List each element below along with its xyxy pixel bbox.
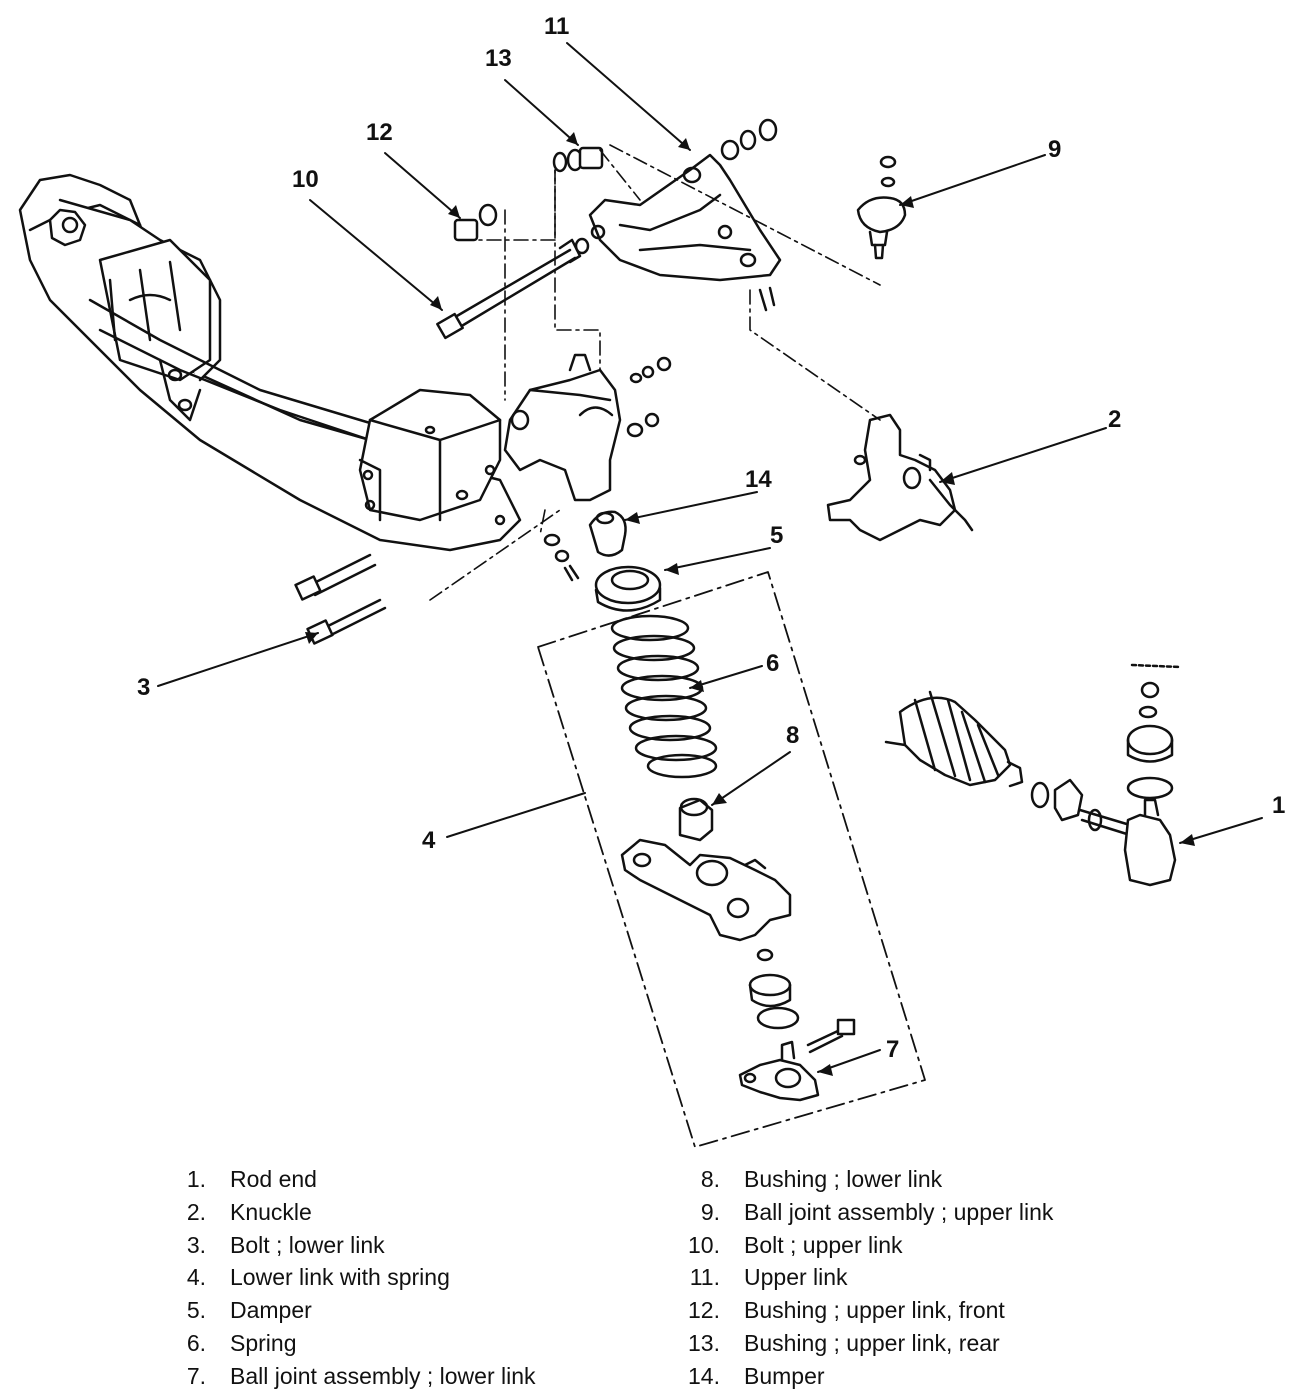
- legend-label: Upper link: [744, 1264, 848, 1290]
- legend-label: Damper: [230, 1297, 312, 1323]
- legend-label: Bumper: [744, 1363, 825, 1389]
- callout-12: 12: [366, 119, 393, 146]
- damper-part: [594, 565, 662, 612]
- legend-item: 7. Ball joint assembly ; lower link: [0, 1363, 700, 1393]
- legend-item: 11. Upper link: [0, 1264, 1300, 1294]
- legend-number: 6.: [186, 1330, 206, 1356]
- legend-label: Bushing ; lower link: [744, 1166, 943, 1192]
- lower-ball-joint-part: [738, 1018, 856, 1102]
- legend-number: 14.: [688, 1363, 720, 1389]
- legend-number: 4.: [186, 1264, 206, 1290]
- lower-link-bolts: [294, 553, 387, 645]
- legend-number: 3.: [186, 1232, 206, 1258]
- legend-item: 12. Bushing ; upper link, front: [0, 1297, 1300, 1327]
- legend-label: Bushing ; upper link, rear: [744, 1330, 1000, 1356]
- legend-label: Bolt ; upper link: [744, 1232, 903, 1258]
- legend-item: 1. Rod end: [0, 1166, 700, 1196]
- lower-link-boundary: [537, 571, 926, 1148]
- legend-item: 9. Ball joint assembly ; upper link: [0, 1199, 1300, 1229]
- upper-ball-joint-part: [856, 155, 907, 260]
- leader-lines: [157, 42, 1263, 1073]
- callout-11: 11: [544, 13, 570, 40]
- leader-arrowheads: [305, 132, 1195, 1076]
- lower-link-part: [620, 838, 792, 942]
- legend-label: Knuckle: [230, 1199, 312, 1225]
- legend-number: 11.: [689, 1264, 720, 1290]
- legend-number: 7.: [186, 1363, 206, 1389]
- legend-item: 10. Bolt ; upper link: [0, 1232, 1300, 1262]
- upper-link-front-bushing: [453, 203, 498, 242]
- frame-crossmember: [18, 173, 522, 552]
- legend-item: 5. Damper: [0, 1297, 700, 1327]
- assembly-guide-lines: [429, 144, 881, 601]
- legend-item: 2. Knuckle: [0, 1199, 700, 1229]
- callout-4: 4: [422, 827, 436, 854]
- legend-number: 8.: [700, 1166, 720, 1192]
- legend-item: 8. Bushing ; lower link: [0, 1166, 1300, 1196]
- legend-label: Bushing ; upper link, front: [744, 1297, 1005, 1323]
- legend-item: 13. Bushing ; upper link, rear: [0, 1330, 1300, 1360]
- rod-end-assembly: [884, 663, 1182, 887]
- callout-13: 13: [485, 45, 512, 72]
- upper-link-part: [588, 153, 782, 282]
- legend-item: 14. Bumper: [0, 1363, 1300, 1393]
- knuckle-part: [826, 413, 974, 542]
- legend-label: Ball joint assembly ; upper link: [744, 1199, 1054, 1225]
- callout-6: 6: [766, 650, 780, 677]
- suspension-exploded-diagram: [18, 42, 1263, 1148]
- legend-label: Rod end: [230, 1166, 317, 1192]
- upper-link-bolt-part: [436, 237, 590, 340]
- legend-label: Lower link with spring: [230, 1264, 450, 1290]
- callout-8: 8: [786, 722, 800, 749]
- callout-2: 2: [1108, 406, 1122, 433]
- upper-link-nuts: [720, 118, 778, 161]
- parts-legend: 1. Rod end 2. Knuckle 3. Bolt ; lower li…: [0, 1160, 1312, 1390]
- legend-item: 3. Bolt ; lower link: [0, 1232, 700, 1262]
- upper-link-rear-bushing: [552, 146, 604, 173]
- legend-number: 1.: [186, 1166, 206, 1192]
- spring-tower: [503, 353, 622, 502]
- small-bolt-upper: [758, 286, 776, 312]
- legend-label: Ball joint assembly ; lower link: [230, 1363, 536, 1389]
- callout-7: 7: [886, 1036, 900, 1063]
- callout-3: 3: [137, 674, 151, 701]
- lower-ball-joint-stack: [748, 948, 800, 1030]
- legend-label: Bolt ; lower link: [230, 1232, 385, 1258]
- legend-number: 12.: [688, 1297, 720, 1323]
- legend-number: 10.: [688, 1232, 720, 1258]
- callout-1: 1: [1272, 792, 1286, 819]
- tower-washers: [543, 356, 672, 582]
- bumper-part: [588, 510, 627, 557]
- callout-10: 10: [292, 166, 319, 193]
- legend-number: 5.: [186, 1297, 206, 1323]
- spring-part: [610, 614, 718, 779]
- legend-number: 9.: [700, 1199, 720, 1225]
- callout-14: 14: [745, 466, 772, 493]
- legend-item: 6. Spring: [0, 1330, 700, 1360]
- legend-number: 13.: [688, 1330, 720, 1356]
- legend-label: Spring: [230, 1330, 297, 1356]
- legend-number: 2.: [186, 1199, 206, 1225]
- legend-item: 4. Lower link with spring: [0, 1264, 700, 1294]
- callout-9: 9: [1048, 136, 1062, 163]
- lower-link-bushing-part: [678, 797, 714, 842]
- callout-5: 5: [770, 522, 784, 549]
